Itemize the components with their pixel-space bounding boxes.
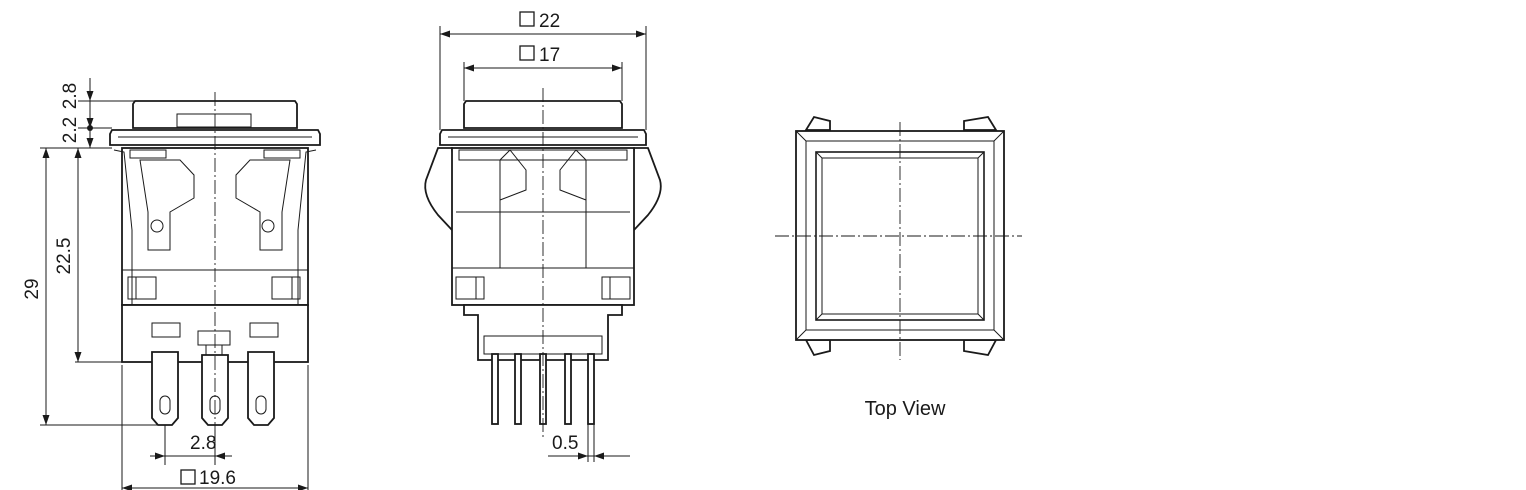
square-symbol-icon (519, 45, 535, 61)
dim-total-height: 29 (22, 278, 43, 299)
top-view: Top View (775, 115, 1022, 420)
dim-bezel-width: 22 (539, 11, 560, 32)
dim-flange: 2.2 (60, 117, 81, 143)
top-view-label: Top View (865, 398, 946, 420)
dim-panel-cutout: 19.6 (199, 468, 236, 489)
dim-pin-width: 0.5 (552, 433, 578, 454)
square-symbol-icon (180, 469, 196, 485)
dim-cap-width: 17 (539, 45, 560, 66)
dim-cap-height: 2.8 (60, 83, 81, 109)
dim-body-height: 22.5 (54, 238, 75, 275)
front-view: 22 17 (424, 11, 662, 462)
square-symbol-icon (519, 11, 535, 27)
side-view: 2.8 2.2 22.5 29 2.8 19.6 (22, 78, 321, 490)
dim-terminal-pitch: 2.8 (190, 433, 216, 454)
